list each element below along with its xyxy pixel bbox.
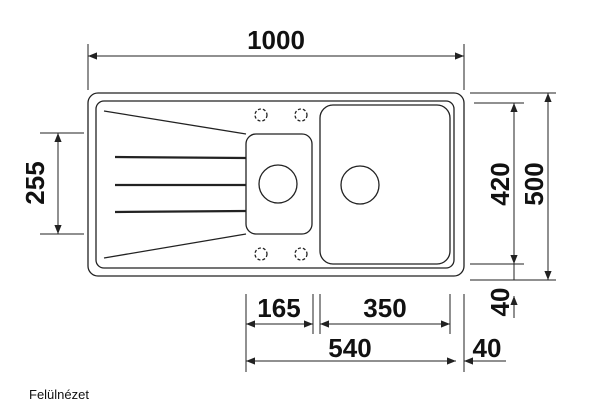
tap-hole-markers [254,108,308,261]
tap-hole-marker [254,108,268,122]
label-total-height: 500 [519,162,549,205]
drainer-grooves [114,155,247,214]
tap-hole-marker [294,108,308,122]
tap-hole-marker [254,247,268,261]
view-caption: Felülnézet [29,387,89,402]
dimension-lines [40,44,556,372]
label-total-width: 1000 [247,25,305,55]
label-bowl-depth: 255 [20,161,50,204]
main-bowl [319,104,451,265]
drainer-upper-edge [103,110,247,135]
label-combined-width: 540 [328,333,371,363]
label-small-bowl-width: 165 [257,293,300,323]
sink-outline [87,92,465,277]
tap-hole-marker [294,247,308,261]
label-right-margin: 40 [473,333,502,363]
drainer-groove [114,209,247,214]
main-bowl-drain [340,165,380,205]
sink-outer-rim [87,92,465,277]
label-inner-height: 420 [485,162,515,205]
drainer-groove [114,155,247,160]
label-main-bowl-width: 350 [363,293,406,323]
label-bottom-margin: 40 [485,288,515,317]
dimension-labels: 1000 255 420 500 40 165 350 540 40 [20,25,549,363]
drainer-lower-edge [103,233,247,259]
small-bowl [245,133,313,235]
small-bowl-drain [258,164,298,204]
sink-inner-rim [95,100,455,269]
